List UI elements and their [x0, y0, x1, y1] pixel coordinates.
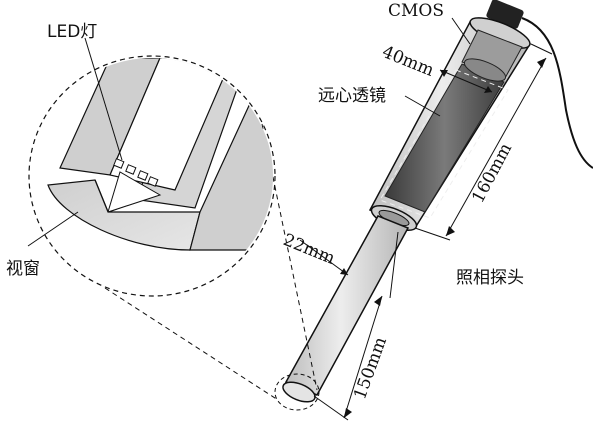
led-label: LED灯 [47, 22, 98, 42]
lens-leader [404, 95, 441, 117]
window-leader [27, 211, 79, 247]
window-label: 视窗 [6, 259, 40, 279]
dim-22-line [299, 239, 349, 276]
probe-tip [282, 381, 316, 403]
led-leader [84, 37, 123, 161]
led-square-2 [125, 164, 137, 175]
zoom-line-bottom [104, 287, 279, 401]
cmos-label: CMOS [388, 1, 444, 21]
telecentric-lens-label: 远心透镜 [318, 86, 386, 106]
cmos-connector [486, 0, 524, 29]
led-square-4 [147, 176, 159, 187]
led-square-3 [137, 170, 149, 181]
dim-160-line [445, 57, 547, 237]
lens-ring [463, 58, 507, 82]
probe-tube [284, 215, 410, 396]
cable [521, 17, 593, 169]
tip-highlight-circle [274, 373, 320, 411]
magnified-view-circle [28, 55, 276, 297]
cmos-leader [451, 17, 471, 45]
magnified-probe [40, 58, 273, 251]
dim-150-line [343, 295, 383, 419]
led-square-1 [113, 158, 125, 169]
dim-40-line [439, 69, 493, 93]
camera-probe-label: 照相探头 [456, 268, 524, 288]
